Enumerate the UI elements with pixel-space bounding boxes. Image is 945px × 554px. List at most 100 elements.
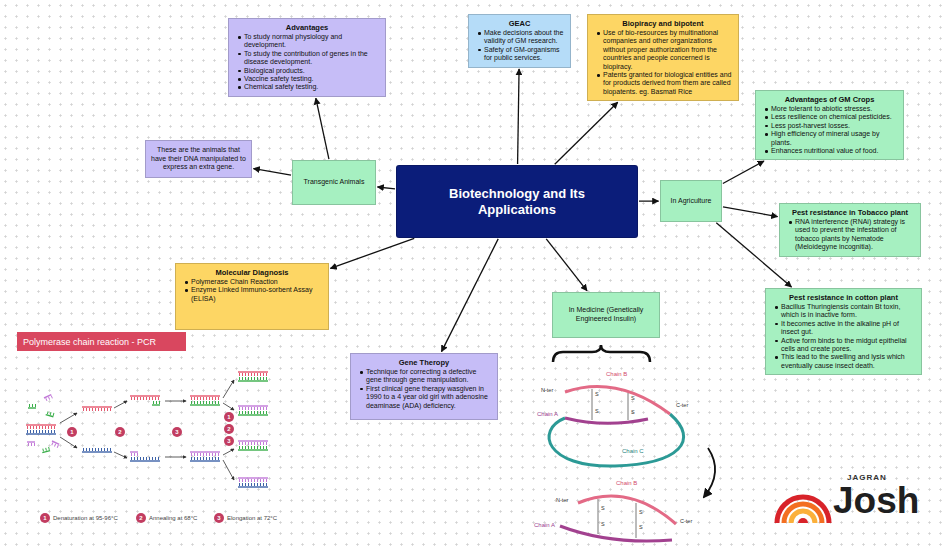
box-text: In Medicine (Genetically Engineered Insu… bbox=[558, 306, 654, 324]
logo-arc bbox=[784, 504, 822, 523]
bullet-text: To study the contribution of genes in th… bbox=[235, 50, 379, 67]
label-anchor: Chain B bbox=[606, 371, 627, 377]
bullet-text: Less resilience on chemical pesticides. bbox=[762, 113, 897, 121]
logo-sun bbox=[777, 497, 829, 523]
chain-b bbox=[565, 386, 670, 414]
box-text: Polymerase chain reaction - PCR bbox=[23, 337, 156, 347]
label-anchor: 2 bbox=[139, 515, 142, 521]
info-card: Molecular DiagnosisPolymerase Chain Reac… bbox=[175, 263, 329, 330]
step-circle bbox=[136, 513, 146, 523]
label-anchor: S bbox=[631, 410, 635, 416]
step-arrow bbox=[60, 413, 77, 423]
bullet-text: Polymerase Chain Reaction bbox=[182, 278, 322, 286]
label-anchor: C-ter bbox=[676, 403, 688, 409]
callout-number: 2 bbox=[139, 515, 142, 521]
sulfur-label: S bbox=[631, 395, 635, 401]
pcr-illustration bbox=[26, 372, 268, 523]
dna-strand bbox=[238, 372, 268, 374]
label-anchor: C-ter bbox=[680, 519, 692, 525]
dna-strand bbox=[238, 485, 268, 487]
sulfur-label: S bbox=[601, 521, 605, 527]
connector-arrow bbox=[316, 98, 329, 159]
card-heading: Gene Theropy bbox=[357, 358, 491, 367]
sulfur-label: S bbox=[631, 409, 635, 415]
connector-group bbox=[253, 69, 791, 352]
connector-arrow bbox=[253, 169, 291, 176]
bullet-text: Vaccine safety testing. bbox=[235, 75, 379, 83]
terminus-label: N-ter bbox=[556, 497, 568, 503]
dna-strand bbox=[238, 448, 268, 450]
step-circle bbox=[224, 412, 234, 422]
topic-box: These are the animals that have their DN… bbox=[145, 140, 252, 178]
info-card: Biopiracy and bipotentUse of bio-resourc… bbox=[587, 14, 739, 101]
callout-number: 3 bbox=[217, 515, 220, 521]
label-anchor: 2 bbox=[118, 429, 121, 435]
bullet-text: Active form binds to the midgut epitheli… bbox=[772, 337, 915, 354]
watermark: JAGRAN bbox=[847, 473, 887, 482]
step-circle bbox=[214, 513, 224, 523]
sulfur-label: S bbox=[595, 408, 599, 414]
label-anchor: 3 bbox=[175, 429, 178, 435]
callout-number: 3 bbox=[175, 429, 178, 435]
topic-box: Transgenic Animals bbox=[292, 160, 376, 205]
step-circle bbox=[67, 427, 77, 437]
chain-label: Chain A bbox=[537, 411, 558, 417]
bullet-text: To study normal physiology and developme… bbox=[235, 33, 379, 50]
chain-a bbox=[565, 418, 648, 423]
chain-label: Chain B bbox=[616, 480, 637, 486]
label-anchor: Denaturation at 95-96°C bbox=[53, 515, 118, 521]
dna-strand bbox=[238, 406, 268, 408]
step-circle bbox=[224, 424, 234, 434]
bullet-text: Chemical safety testing. bbox=[235, 83, 379, 91]
disulfide-bond bbox=[592, 389, 593, 420]
step-arrow bbox=[223, 403, 234, 410]
primer bbox=[27, 442, 35, 444]
bullet-text: Technique for correcting a defective gen… bbox=[357, 368, 491, 385]
step-circle bbox=[172, 427, 182, 437]
dna-strand bbox=[190, 459, 220, 461]
label-anchor: N-ter bbox=[541, 388, 553, 394]
bullet-text: More tolerant to abiotic stresses. bbox=[762, 105, 897, 113]
card-heading: Advantages of GM Crops bbox=[762, 95, 897, 104]
dna-strand bbox=[190, 452, 220, 454]
bullet-text: Enhances nutritional value of food. bbox=[762, 147, 897, 155]
bullet-text: Biological products. bbox=[235, 67, 379, 75]
label-anchor: Josh bbox=[833, 482, 919, 519]
connector-arrow bbox=[330, 238, 414, 268]
bullet-text: Safety of GM-organisms for public servic… bbox=[475, 46, 564, 63]
card-heading: Advantages bbox=[235, 23, 379, 32]
info-card: Pest resistance in Tobacco plantRNA inte… bbox=[779, 203, 921, 257]
box-text: These are the animals that have their DN… bbox=[151, 146, 246, 172]
dna-strand bbox=[26, 432, 56, 434]
bullet-text: Use of bio-resources by multinational co… bbox=[594, 29, 732, 71]
disulfide-bond bbox=[636, 503, 637, 538]
primer bbox=[28, 406, 36, 408]
callout-number: 2 bbox=[227, 426, 230, 432]
topic-box: In Agriculture bbox=[660, 180, 722, 222]
label-anchor: 1 bbox=[43, 515, 46, 521]
label-anchor: S bbox=[601, 506, 605, 512]
box-text: In Agriculture bbox=[671, 197, 712, 206]
bullet-text: Less post-harvest losses. bbox=[762, 122, 897, 130]
connector-arrow bbox=[723, 161, 764, 183]
label-anchor: S bbox=[595, 392, 599, 398]
label-anchor: S bbox=[639, 510, 643, 516]
connector-arrow bbox=[723, 207, 778, 217]
bullet-text: This lead to the swelling and lysis whic… bbox=[772, 353, 915, 370]
dna-strand bbox=[82, 450, 112, 452]
step-arrow bbox=[223, 449, 234, 455]
info-card: Advantages of GM CropsMore tolerant to a… bbox=[755, 90, 904, 160]
step-arrow bbox=[114, 401, 127, 408]
title-banner: Polymerase chain reaction - PCR bbox=[17, 332, 186, 351]
dna-strand bbox=[26, 425, 56, 427]
info-card: Gene TheropyTechnique for correcting a d… bbox=[350, 353, 498, 420]
bullet-text: Make decisions about the validity of GM … bbox=[475, 29, 564, 46]
label-anchor: Elongation at 72°C bbox=[227, 515, 277, 521]
connector-arrow bbox=[442, 239, 499, 352]
label-anchor: 3 bbox=[217, 515, 220, 521]
label-anchor: Chain A bbox=[537, 411, 558, 417]
bullet-text: Bacillus Thuringiensis contain Bt toxin,… bbox=[772, 303, 915, 320]
dna-strand bbox=[82, 407, 112, 409]
label-anchor: Chain C bbox=[622, 448, 644, 454]
